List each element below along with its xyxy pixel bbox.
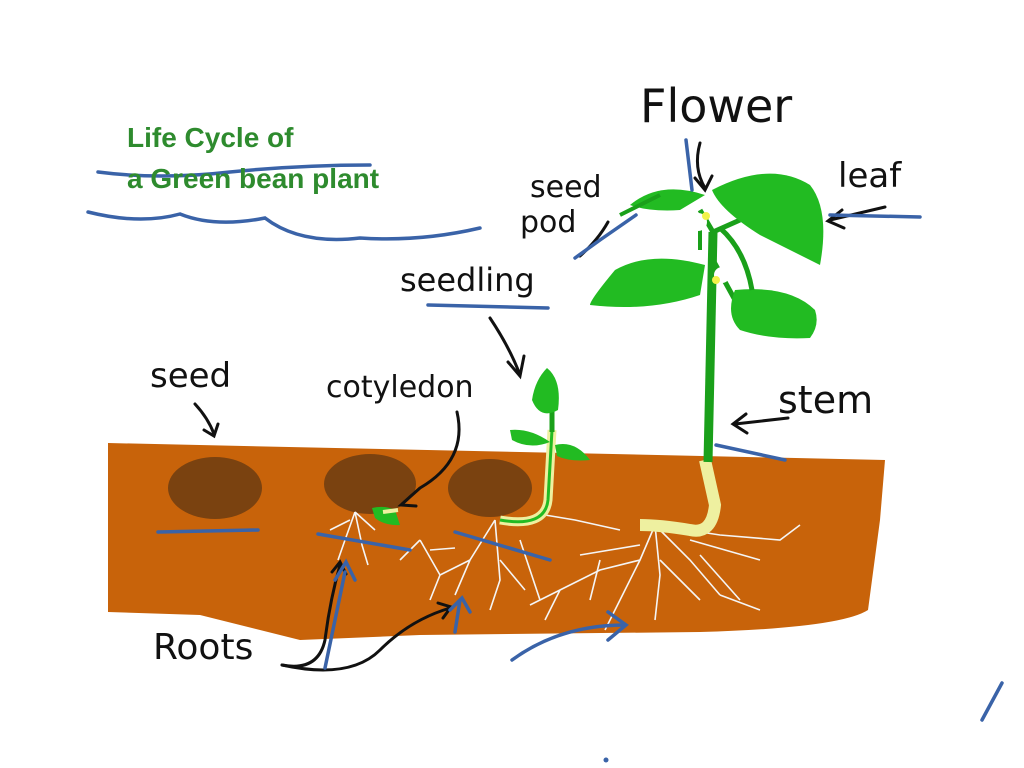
leaf-left bbox=[590, 258, 705, 308]
leaf-top-left bbox=[630, 189, 705, 211]
label-roots: Roots bbox=[153, 627, 254, 668]
arrow-flower bbox=[693, 141, 714, 193]
root-system bbox=[329, 511, 801, 631]
label-flower: Flower bbox=[640, 79, 793, 133]
ink-arrows bbox=[193, 141, 887, 672]
arrow-seed bbox=[193, 402, 220, 439]
sprout-cotyledon bbox=[372, 506, 400, 526]
arrow-stem bbox=[730, 412, 790, 435]
stem-mark bbox=[714, 443, 787, 462]
diagram-title-line-2: a Green bean plant bbox=[127, 163, 380, 194]
cotyledon-mark bbox=[316, 532, 412, 552]
diagram-title-line-1: Life Cycle of bbox=[127, 122, 294, 153]
label-leaf: leaf bbox=[838, 156, 902, 196]
blue-pen-marks bbox=[86, 138, 1004, 722]
seed-1 bbox=[168, 457, 262, 519]
roots-arrow-blue-1 bbox=[323, 558, 357, 670]
seed-3 bbox=[448, 459, 532, 517]
roots-arrow-blue-3 bbox=[510, 610, 629, 662]
title-underline-2 bbox=[86, 210, 482, 242]
seedling-plant bbox=[499, 368, 590, 527]
roots-arrow-blue-2 bbox=[448, 595, 472, 634]
label-seed-pod-line-1: seed bbox=[530, 170, 602, 205]
seedling-root-mark bbox=[453, 530, 552, 562]
seedling-underline bbox=[426, 303, 550, 310]
title-underline-1 bbox=[96, 163, 372, 178]
label-seedling: seedling bbox=[400, 261, 535, 299]
label-seed: seed bbox=[150, 356, 232, 396]
flower-mark bbox=[684, 138, 694, 192]
seed-underline bbox=[156, 528, 260, 534]
arrow-seedling bbox=[488, 316, 526, 380]
arrow-roots-1 bbox=[280, 559, 348, 668]
label-seed-pod-line-2: pod bbox=[520, 205, 577, 240]
label-cotyledon: cotyledon bbox=[326, 370, 474, 405]
stray-dot bbox=[603, 757, 609, 763]
arrow-cotyledon bbox=[397, 410, 461, 508]
leaf-top-right bbox=[712, 173, 824, 265]
mature-plant bbox=[590, 173, 824, 537]
seed-2 bbox=[324, 454, 416, 514]
leaf-underline bbox=[828, 213, 922, 219]
margin-mark bbox=[980, 681, 1004, 722]
label-stem: stem bbox=[778, 378, 874, 422]
seed-pod-mark bbox=[573, 213, 638, 260]
leaf-right bbox=[731, 289, 817, 339]
